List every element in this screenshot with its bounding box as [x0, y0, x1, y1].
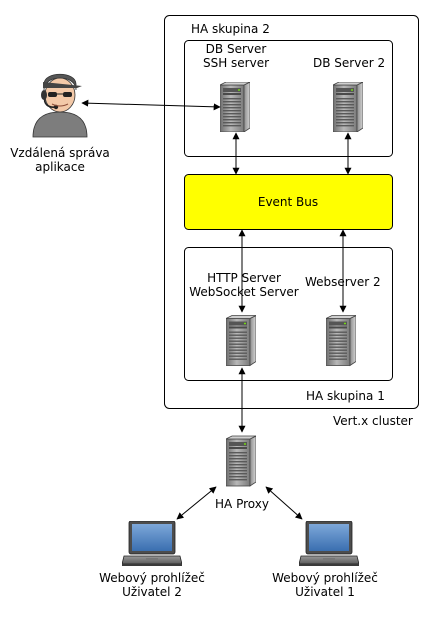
http-server-icon — [226, 314, 256, 367]
browser-user-1-label-line1: Webový prohlížeč — [272, 571, 378, 585]
browser-user-2-label-line2: Uživatel 2 — [122, 585, 182, 599]
vertx-cluster-label: Vert.x cluster — [333, 414, 413, 428]
ha-proxy-label: HA Proxy — [215, 497, 269, 511]
http-server-label-line2: WebSocket Server — [189, 285, 299, 299]
db-server-1-label-line1: DB Server — [205, 42, 267, 56]
http-server-label-line1: HTTP Server — [207, 271, 281, 285]
event-bus-box — [184, 174, 393, 230]
remote-admin-label-line2: aplikace — [35, 160, 85, 174]
db-server-1-label-line2: SSH server — [202, 56, 270, 70]
webserver-2-label: Webserver 2 — [305, 275, 381, 289]
http-server-label: HTTP Server WebSocket Server — [185, 271, 303, 299]
db-server-1-icon — [220, 82, 250, 132]
laptop-user-1-icon — [299, 521, 359, 566]
db-server-1-label: DB Server SSH server — [190, 42, 282, 70]
event-bus-label: Event Bus — [257, 195, 319, 209]
ha-group-2-box — [184, 40, 393, 157]
browser-user-1-label-line2: Uživatel 1 — [295, 585, 355, 599]
ha-proxy-to-user-2-arrow — [176, 486, 217, 520]
browser-user-2-label-line1: Webový prohlížeč — [99, 571, 205, 585]
laptop-user-2-icon — [122, 521, 182, 566]
ha-group-2-label: HA skupina 2 — [191, 22, 270, 36]
ha-group-1-box — [184, 247, 393, 381]
browser-user-1-label: Webový prohlížeč Uživatel 1 — [261, 571, 389, 599]
db-server-2-label: DB Server 2 — [313, 56, 386, 70]
vertx-cluster-box — [164, 15, 419, 409]
browser-user-2-label: Webový prohlížeč Uživatel 2 — [88, 571, 216, 599]
webserver-2-icon — [326, 314, 356, 367]
ha-proxy-to-user-1-arrow — [265, 486, 303, 520]
ha-proxy-server-icon — [226, 435, 256, 487]
remote-admin-label: Vzdálená správa aplikace — [4, 146, 116, 174]
remote-admin-label-line1: Vzdálená správa — [10, 146, 110, 160]
remote-admin-person-icon — [32, 73, 88, 138]
admin-to-db-server-arrow — [81, 99, 221, 111]
db-server-2-icon — [333, 82, 363, 132]
ha-group-1-label: HA skupina 1 — [306, 389, 385, 403]
